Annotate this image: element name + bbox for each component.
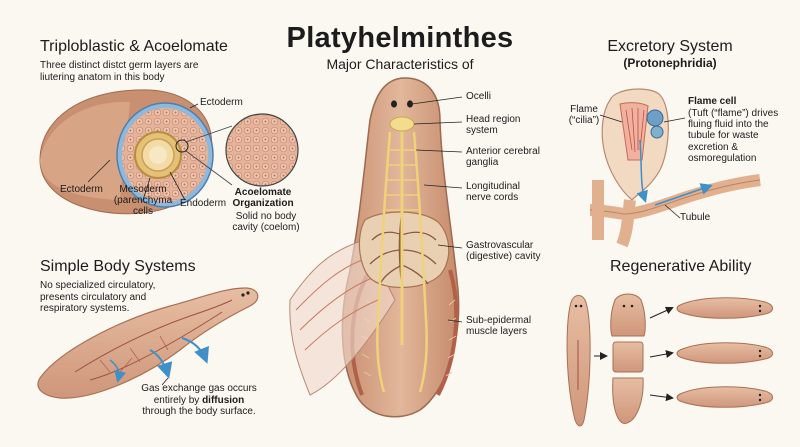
label-endoderm: Endoderm: [180, 198, 227, 209]
flatworm-body-illustration: [289, 77, 460, 418]
triploblastic-heading: Triploblastic & Acoelomate: [40, 38, 228, 55]
label-nerve-cords: Longitudinal nerve cords: [466, 181, 520, 204]
page-subtitle: Major Characteristics of: [326, 56, 474, 72]
gas-exchange-note: Gas exchange gas occurs entirely by diff…: [141, 383, 257, 417]
excretory-subheading: (Protonephridia): [623, 56, 717, 70]
flame-cell-description: (Tuft (“flame”) drives fluing fluid into…: [688, 108, 779, 164]
page-title: Platyhelminthes: [286, 22, 514, 54]
excretory-heading: Excretory System: [607, 38, 733, 55]
label-mesoderm: Mesoderm (parenchyma cells: [113, 184, 173, 218]
label-head-region: Head region system: [466, 114, 521, 137]
cross-section-illustration: [39, 89, 299, 215]
regenerative-heading: Regenerative Ability: [610, 258, 752, 275]
label-ocelli: Ocelli: [466, 91, 492, 102]
label-ectoderm-bottom: Ectoderm: [60, 184, 103, 195]
flame-cell-title: Flame cell: [688, 96, 737, 107]
label-muscle-layers: Sub-epidermal muscle layers: [466, 315, 532, 338]
flame-cell-illustration: [589, 88, 761, 248]
label-ectoderm-top: Ectoderm: [200, 97, 243, 108]
simple-systems-heading: Simple Body Systems: [40, 258, 196, 275]
triploblastic-description: Three distinct distct germ layers are li…: [40, 60, 199, 83]
label-gastrovascular: Gastrovascular (digestive) cavity: [466, 240, 541, 263]
acoelomate-title: Acoelomate Organization: [232, 187, 294, 210]
simple-systems-description: No specialized circulatory, presents cir…: [40, 280, 156, 314]
label-flame-cilia: Flame (“cilia”): [568, 104, 600, 127]
acoelomate-description: Solid no body cavity (coelom): [232, 211, 300, 234]
center-leader-lines: [411, 96, 463, 323]
label-cerebral-ganglia: Anterior cerebral ganglia: [466, 146, 540, 169]
label-tubule: Tubule: [680, 212, 711, 223]
regeneration-illustration: [566, 293, 773, 427]
small-flatworm-illustration: [37, 287, 259, 399]
